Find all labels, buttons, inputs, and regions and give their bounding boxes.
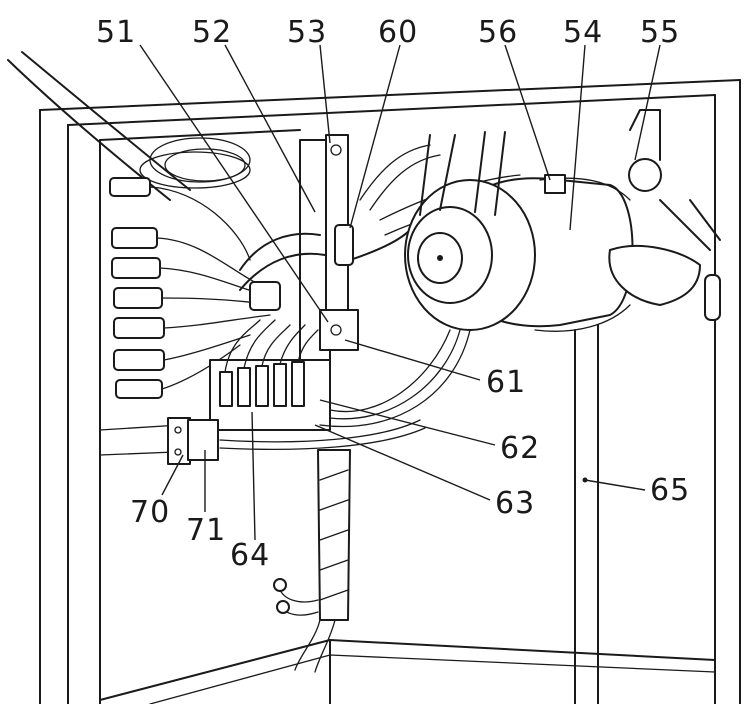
terminal-strip bbox=[167, 417, 219, 465]
label-56: 56 bbox=[478, 15, 518, 50]
label-53: 53 bbox=[287, 15, 327, 50]
label-70: 70 bbox=[130, 495, 170, 530]
power-cord bbox=[7, 51, 191, 201]
leader-63 bbox=[314, 424, 491, 501]
leader-61 bbox=[344, 339, 481, 381]
leader-55 bbox=[634, 44, 661, 161]
leader-64 bbox=[251, 411, 256, 541]
leader-60 bbox=[349, 44, 401, 229]
label-60: 60 bbox=[378, 15, 418, 50]
label-71: 71 bbox=[186, 513, 226, 548]
wire-loom bbox=[219, 329, 471, 673]
top-right-assembly bbox=[544, 109, 721, 321]
leader-53 bbox=[319, 44, 331, 144]
label-54: 54 bbox=[563, 15, 603, 50]
leader-70 bbox=[161, 454, 184, 496]
leader-51 bbox=[139, 44, 329, 323]
label-63: 63 bbox=[495, 486, 535, 521]
relay-block bbox=[209, 319, 331, 431]
drive-belts bbox=[419, 131, 506, 216]
label-64: 64 bbox=[230, 538, 270, 573]
motor bbox=[404, 177, 634, 332]
leader-65 bbox=[584, 479, 646, 491]
label-61: 61 bbox=[486, 365, 526, 400]
cabinet-frame bbox=[39, 79, 741, 704]
leader-56 bbox=[504, 44, 551, 181]
label-55: 55 bbox=[640, 15, 680, 50]
coiled-wires bbox=[139, 137, 251, 189]
leader-lines bbox=[139, 44, 661, 541]
leader-52 bbox=[224, 44, 316, 213]
label-65: 65 bbox=[650, 473, 690, 508]
leader-62 bbox=[319, 399, 496, 446]
label-51: 51 bbox=[96, 15, 136, 50]
leader-54 bbox=[569, 44, 586, 231]
label-62: 62 bbox=[500, 431, 540, 466]
reference-numerals: 51 52 53 60 56 54 55 61 62 63 65 70 71 6… bbox=[96, 15, 690, 573]
label-52: 52 bbox=[192, 15, 232, 50]
